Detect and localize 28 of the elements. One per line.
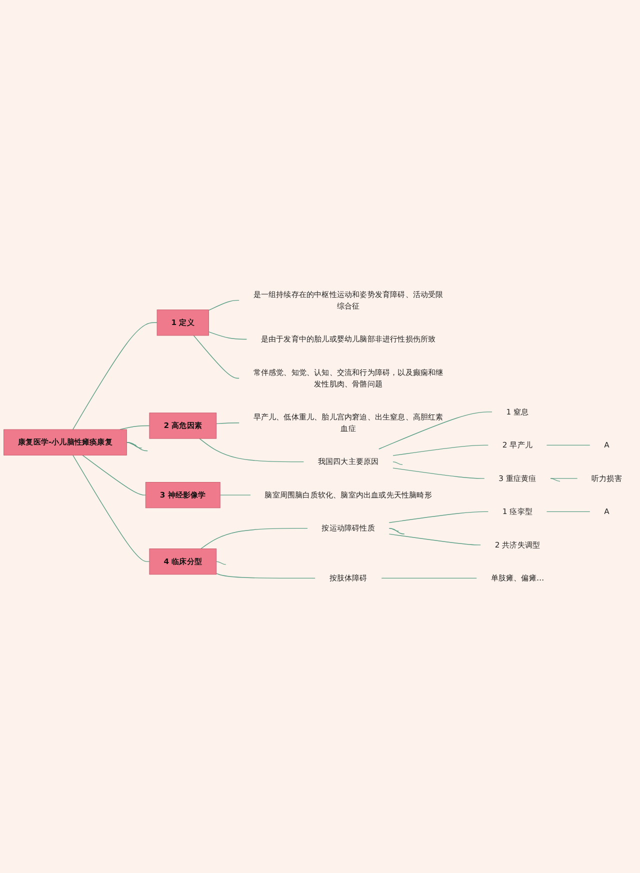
- connector: [193, 335, 240, 379]
- connector: [378, 412, 492, 450]
- connector: [220, 494, 251, 496]
- branch-line: [388, 528, 400, 532]
- connector: [546, 511, 590, 512]
- connector: [82, 454, 146, 496]
- branch-line: [550, 478, 560, 482]
- connector: [392, 444, 489, 456]
- connector: [392, 468, 485, 479]
- connector: [208, 332, 248, 340]
- connector: [120, 425, 150, 430]
- connector: [546, 444, 590, 446]
- connector: [381, 578, 477, 579]
- connector: [216, 422, 240, 424]
- branch-line: [388, 528, 405, 534]
- connector: [388, 511, 489, 524]
- branch-line: [126, 442, 142, 448]
- connector: [550, 478, 578, 479]
- connector: [199, 438, 304, 462]
- branch-line: [216, 561, 226, 565]
- connector: [216, 573, 316, 579]
- connector: [388, 534, 481, 546]
- connector: [72, 322, 158, 430]
- branch-line: [126, 442, 148, 452]
- connector: [208, 300, 240, 311]
- connector: [200, 528, 308, 550]
- branch-line: [392, 462, 403, 466]
- connector: [72, 454, 150, 562]
